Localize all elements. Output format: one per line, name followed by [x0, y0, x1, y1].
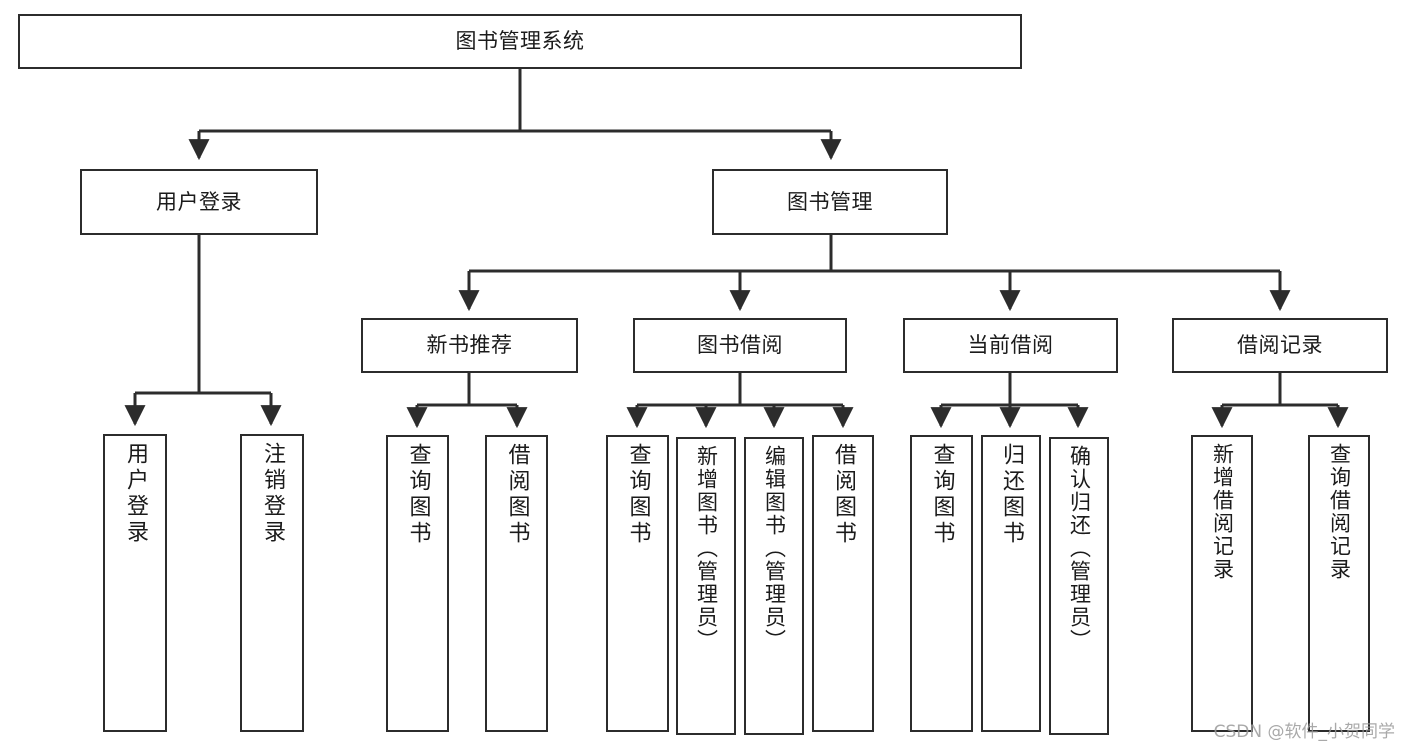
node-label: 编辑图书（管理员） [762, 445, 787, 652]
leaf-current-borrow-confirm-return[interactable]: 确认归还（管理员） [1049, 437, 1109, 735]
node-label: 借阅记录 [1237, 333, 1323, 358]
leaf-new-book-query[interactable]: 查询图书 [386, 435, 449, 732]
node-label: 查询借阅记录 [1327, 443, 1352, 581]
leaf-book-borrow-edit[interactable]: 编辑图书（管理员） [744, 437, 804, 735]
node-label: 用户登录 [123, 442, 148, 546]
leaf-book-borrow-add[interactable]: 新增图书（管理员） [676, 437, 736, 735]
leaf-book-borrow-query[interactable]: 查询图书 [606, 435, 669, 732]
node-label: 图书借阅 [697, 333, 783, 358]
node-current-borrow[interactable]: 当前借阅 [903, 318, 1118, 373]
node-root-system[interactable]: 图书管理系统 [18, 14, 1022, 69]
node-label: 当前借阅 [967, 333, 1054, 358]
leaf-user-login-login[interactable]: 用户登录 [103, 434, 167, 732]
node-label: 图书管理 [787, 189, 873, 214]
leaf-current-borrow-return[interactable]: 归还图书 [981, 435, 1041, 732]
node-label: 归还图书 [999, 443, 1024, 547]
node-label: 确认归还（管理员） [1067, 445, 1092, 652]
node-label: 查询图书 [625, 443, 651, 547]
node-label: 借阅图书 [504, 443, 530, 547]
node-label: 注销登录 [260, 442, 285, 546]
node-label: 新书推荐 [426, 333, 513, 358]
leaf-user-login-logout[interactable]: 注销登录 [240, 434, 304, 732]
node-book-borrow[interactable]: 图书借阅 [633, 318, 847, 373]
node-label: 新增图书（管理员） [694, 445, 719, 652]
leaf-new-book-borrow[interactable]: 借阅图书 [485, 435, 548, 732]
node-label: 查询图书 [405, 443, 431, 547]
node-label: 借阅图书 [831, 443, 856, 547]
leaf-current-borrow-query[interactable]: 查询图书 [910, 435, 973, 732]
node-label: 用户登录 [156, 189, 242, 214]
node-user-login[interactable]: 用户登录 [80, 169, 318, 235]
node-label: 新增借阅记录 [1210, 443, 1235, 581]
watermark-text: CSDN @软件_小贺同学 [1213, 722, 1395, 742]
node-borrow-record[interactable]: 借阅记录 [1172, 318, 1388, 373]
node-label: 查询图书 [929, 443, 955, 547]
leaf-borrow-record-query[interactable]: 查询借阅记录 [1308, 435, 1370, 732]
leaf-borrow-record-add[interactable]: 新增借阅记录 [1191, 435, 1253, 732]
node-label: 图书管理系统 [455, 29, 585, 54]
leaf-book-borrow-borrow[interactable]: 借阅图书 [812, 435, 874, 732]
node-book-management[interactable]: 图书管理 [712, 169, 948, 235]
node-new-book-recommend[interactable]: 新书推荐 [361, 318, 578, 373]
